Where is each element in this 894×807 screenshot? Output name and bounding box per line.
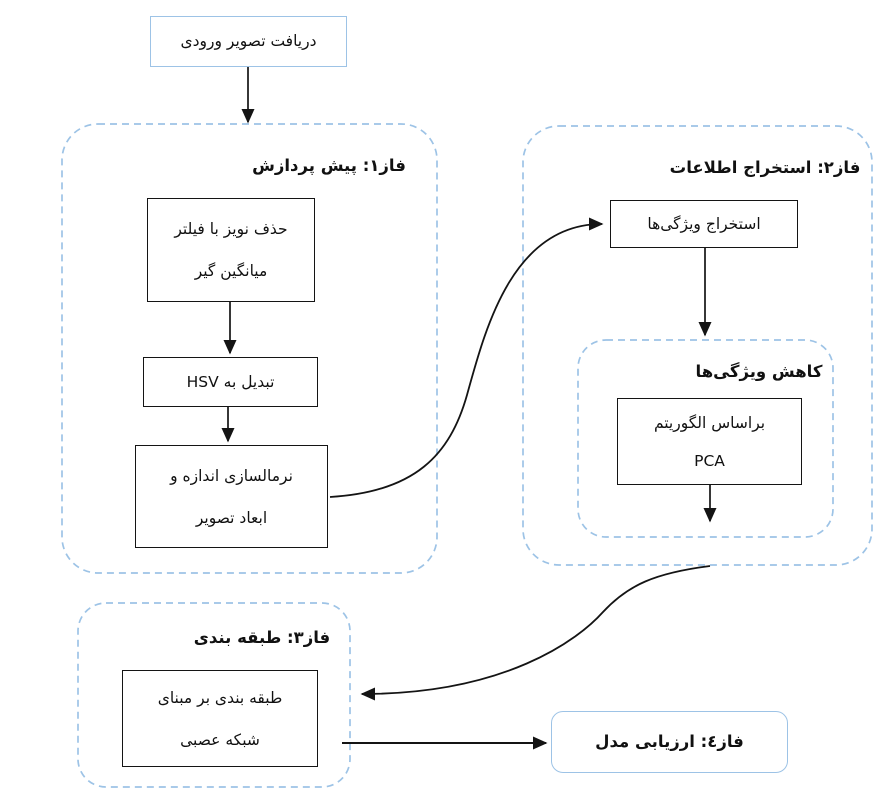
feature-extraction-label: استخراج ویژگی‌ها xyxy=(647,214,761,233)
phase1-title: فاز١: پیش پردازش xyxy=(252,156,406,175)
phase4-evaluation-box: فاز٤: ارزیابی مدل xyxy=(551,711,788,773)
noise-removal-line2: میانگین گیر xyxy=(194,262,268,280)
phase3-title: فاز٣: طبقه بندی xyxy=(193,628,331,647)
hsv-convert-label: تبدیل به HSV xyxy=(186,372,275,391)
input-image-box: دریافت تصویر ورودی xyxy=(150,16,347,67)
phase4-evaluation-label: فاز٤: ارزیابی مدل xyxy=(595,732,744,752)
hsv-convert-box: تبدیل به HSV xyxy=(143,357,318,407)
noise-removal-line1: حذف نویز با فیلتر xyxy=(174,220,288,238)
noise-removal-box: حذف نویز با فیلتر میانگین گیر xyxy=(147,198,315,302)
classification-box: طبقه بندی بر مبنای شبکه عصبی xyxy=(122,670,318,767)
pca-line2: PCA xyxy=(694,451,725,470)
arrow-normalize-to-feature-extraction xyxy=(329,217,604,498)
feature-reduction-title: کاهش ویژگی‌ها xyxy=(695,362,823,381)
phase2-title: فاز٢: استخراج اطلاعات xyxy=(669,158,861,177)
input-image-label: دریافت تصویر ورودی xyxy=(180,32,317,51)
feature-extraction-box: استخراج ویژگی‌ها xyxy=(610,200,798,248)
phase2-container xyxy=(522,125,873,566)
feature-reduction-container xyxy=(577,339,834,538)
pca-line1: براساس الگوریتم xyxy=(653,413,766,432)
normalize-box: نرمالسازی اندازه و ابعاد تصویر xyxy=(135,445,328,548)
normalize-line2: ابعاد تصویر xyxy=(195,508,268,527)
normalize-line1: نرمالسازی اندازه و xyxy=(170,466,293,485)
pca-box: براساس الگوریتم PCA xyxy=(617,398,802,485)
phase3-container xyxy=(77,602,351,788)
arrow-phase2-to-phase3 xyxy=(360,565,711,701)
classification-line1: طبقه بندی بر مبنای xyxy=(157,688,283,707)
classification-line2: شبکه عصبی xyxy=(180,730,260,749)
